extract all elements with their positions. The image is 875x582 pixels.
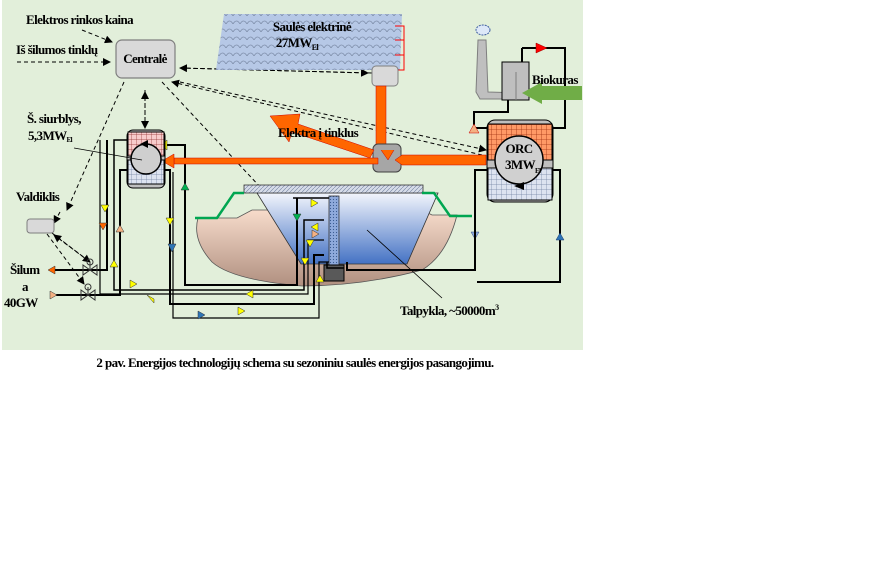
controller-signal-to-central: [66, 81, 125, 211]
biofuel-arrow: [522, 82, 582, 104]
flow-arrow-yellow: [300, 257, 310, 266]
orc-label: ORC: [505, 141, 532, 156]
return-valve[interactable]: [80, 283, 96, 301]
solar-plant: Saulės elektrinė 27MWEl: [216, 14, 405, 87]
market-price-label: Elektros rinkos kaina: [26, 12, 134, 27]
flow-arrow-green: [292, 213, 302, 222]
storage-outer-loop: [152, 144, 298, 286]
market-price-signal: [81, 29, 113, 44]
electricity-to-grid-arrow: [269, 113, 375, 159]
flow-arrow-green: [180, 182, 190, 191]
storage-to-orc-pipe: [346, 210, 476, 271]
boiler-to-orc-pipe: [473, 100, 509, 122]
flow-arrow-salmon: [115, 224, 125, 233]
central-signal-to-orc: [179, 81, 487, 153]
storage-label: Talpykla, ~50000m3: [400, 303, 499, 318]
central-signal-to-solar: [179, 67, 369, 77]
heat-output-label-line1: Šilum: [10, 262, 40, 277]
orc-power-line: [394, 154, 487, 166]
controller-signal-to-valve-2: [46, 233, 85, 285]
flow-arrow-red: [535, 42, 548, 54]
heat-pump-capacity: 5,3MWEl: [28, 128, 73, 144]
orc-hot-outlet-pipe: [552, 115, 566, 129]
orc-rotation-arrow-icon: [514, 182, 524, 190]
electric-power-flows: Elektra į tinklus: [161, 85, 487, 173]
orc-hot-inlet-pipe: [473, 120, 488, 129]
storage-sump-pipe: [326, 262, 344, 269]
storage-loop-2: [113, 139, 324, 291]
embankment: [195, 191, 472, 220]
heat-pump-leader-line: [73, 147, 143, 161]
flow-arrow-yellow: [310, 198, 319, 208]
valve-1-signal-to-controller: [53, 234, 91, 263]
flow-arrow-yellow: [237, 306, 246, 316]
heat-pump[interactable]: Š. siurblys, 5,3MWEl: [27, 111, 166, 189]
flow-arrow-yellow: [109, 259, 119, 268]
heat-pump-power-arrow: [161, 153, 175, 169]
heat-pump-power-line: [173, 157, 379, 165]
central-label: Centralė: [123, 51, 167, 66]
flow-arrow-blue: [197, 310, 206, 320]
controller-box[interactable]: [26, 218, 55, 234]
flow-arrow-yellow: [315, 274, 325, 283]
storage-cover: [243, 184, 424, 194]
controller[interactable]: Valdiklis: [16, 189, 60, 234]
biofuel-boiler: Biokuras: [473, 24, 582, 122]
biofuel-label: Biokuras: [532, 72, 578, 87]
control-signal-lines: [17, 29, 487, 285]
solar-panel-array: [216, 14, 402, 70]
flow-arrow-orange: [47, 265, 56, 275]
junction-inflow-arrow: [380, 149, 395, 161]
pipe-network: [54, 139, 476, 319]
diagram-panel: Saulės elektrinė 27MWEl Centralė Elektro…: [2, 0, 583, 350]
flow-arrow-yellow: [100, 204, 110, 213]
heat-pump-rotation-arrow-icon: [140, 140, 148, 148]
orc-unit[interactable]: ORC 3MWEl: [468, 115, 566, 283]
heat-output-label-line2: a: [22, 279, 29, 294]
heat-pump-label: Š. siurblys,: [27, 111, 81, 126]
flow-arrow-yellow: [245, 289, 254, 299]
supply-valve[interactable]: [82, 258, 98, 276]
central-signal-to-storage: [161, 81, 278, 206]
flow-arrow-yellow: [310, 222, 319, 232]
seasonal-storage: Talpykla, ~50000m3: [195, 184, 500, 318]
heat-network-label: Iš šilumos tinklų: [16, 42, 98, 57]
valves[interactable]: [80, 258, 98, 301]
orc-cold-return-pipe: [477, 169, 561, 283]
solar-inverter: [371, 65, 399, 87]
flow-arrow-salmon: [49, 290, 58, 300]
solar-wiring: [395, 25, 405, 71]
controller-label: Valdiklis: [16, 189, 60, 204]
flow-arrow-yellow: [305, 239, 315, 248]
flow-arrows: [47, 139, 325, 320]
flow-arrow-yellow: [146, 294, 155, 304]
flow-arrow-blue: [167, 243, 177, 253]
solar-plant-capacity: 27MWEl: [276, 35, 320, 52]
flow-arrow-yellow: [129, 279, 138, 289]
storage-leader-line: [366, 229, 443, 299]
electricity-to-grid-label: Elektra į tinklus: [278, 125, 359, 140]
central-signal-to-controller: [53, 211, 61, 224]
storage-sump: [323, 264, 345, 282]
storage-loop-4: [160, 169, 324, 305]
stratification-tube: [328, 195, 340, 277]
heat-return-pipe: [54, 169, 130, 296]
central-box[interactable]: [115, 39, 176, 79]
smoke-icon: [475, 24, 491, 36]
orc-signal-to-central: [171, 79, 483, 156]
flow-arrow-yellow: [165, 217, 175, 226]
flow-arrow-blue: [555, 232, 565, 241]
figure-caption: 2 pav. Energijos technologijų schema su …: [96, 355, 494, 370]
heat-output-label-line3: 40GW: [4, 295, 38, 310]
heat-supply-pipe: [54, 140, 108, 271]
flow-arrow-orange: [98, 222, 108, 231]
central-control[interactable]: Centralė: [115, 39, 176, 79]
orc-capacity: 3MWEl: [505, 157, 541, 175]
solar-plant-label: Saulės elektrinė: [273, 19, 352, 34]
orc-cold-outlet-pipe: [474, 169, 488, 210]
flow-arrow-salmon: [311, 229, 320, 239]
flow-arrow-salmon: [468, 123, 480, 134]
storage-loop-5: [172, 172, 329, 319]
energy-technology-schema: Saulės elektrinė 27MWEl Centralė Elektro…: [4, 12, 582, 320]
